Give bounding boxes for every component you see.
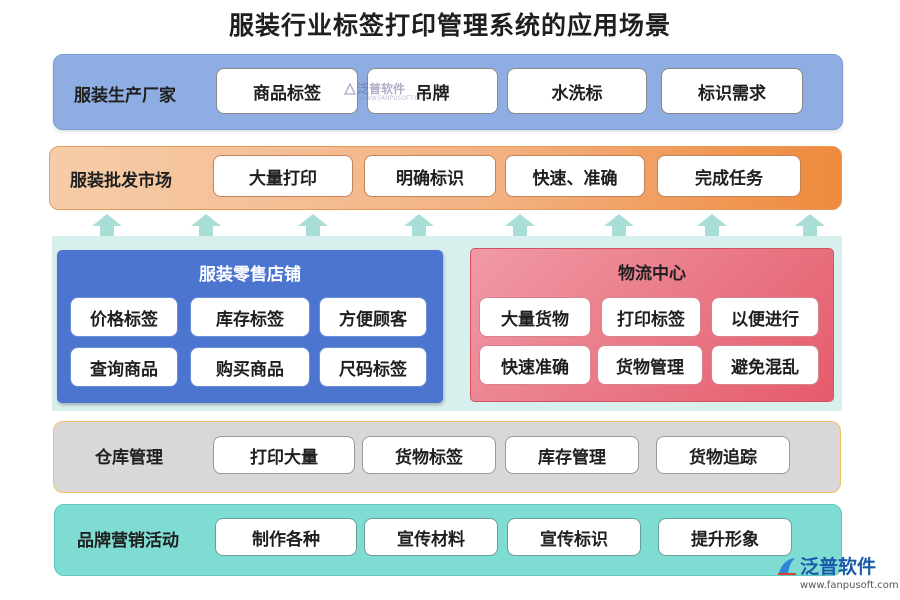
watermark-text: 泛普软件 xyxy=(357,82,406,96)
retail-item: 价格标签 xyxy=(70,297,178,337)
marketing-label: 品牌营销活动 xyxy=(77,531,179,551)
retail-item: 尺码标签 xyxy=(319,347,427,387)
logistics-item: 大量货物 xyxy=(479,297,591,337)
marketing-item: 提升形象 xyxy=(658,518,792,556)
marketing-item: 宣传材料 xyxy=(364,518,498,556)
logistics-item: 打印标签 xyxy=(601,297,701,337)
fanpu-logo-icon xyxy=(343,81,357,95)
factory-band: 服装生产厂家 商品标签 吊牌 水洗标 标识需求 xyxy=(53,54,843,130)
warehouse-band: 仓库管理 打印大量 货物标签 库存管理 货物追踪 xyxy=(53,421,841,493)
brand-name: 泛普软件 xyxy=(800,556,877,578)
logistics-item: 以便进行 xyxy=(711,297,819,337)
warehouse-item: 货物追踪 xyxy=(656,436,790,474)
logistics-item: 货物管理 xyxy=(597,345,703,385)
up-arrow-icon xyxy=(505,214,535,236)
retail-item: 方便顾客 xyxy=(319,297,427,337)
page-title: 服装行业标签打印管理系统的应用场景 xyxy=(228,11,671,40)
up-arrow-icon xyxy=(191,214,221,236)
warehouse-label: 仓库管理 xyxy=(95,448,163,468)
retail-item: 库存标签 xyxy=(190,297,310,337)
up-arrow-icon xyxy=(795,214,825,236)
marketing-item: 宣传标识 xyxy=(507,518,641,556)
wholesale-item: 完成任务 xyxy=(657,155,801,197)
up-arrow-icon xyxy=(697,214,727,236)
wholesale-item: 快速、准确 xyxy=(505,155,645,197)
wholesale-band: 服装批发市场 大量打印 明确标识 快速、准确 完成任务 xyxy=(49,146,842,210)
factory-item: 吊牌 xyxy=(367,68,498,114)
up-arrow-icon xyxy=(92,214,122,236)
logistics-panel: 物流中心 大量货物 打印标签 以便进行 快速准确 货物管理 避免混乱 xyxy=(470,248,834,402)
marketing-band: 品牌营销活动 制作各种 宣传材料 宣传标识 提升形象 xyxy=(54,504,842,576)
marketing-item: 制作各种 xyxy=(215,518,357,556)
watermark-subtext: WWW.FANPUSOFT.COM xyxy=(359,95,429,102)
brand-logo: 泛普软件 xyxy=(776,552,876,579)
wholesale-item: 明确标识 xyxy=(364,155,496,197)
factory-item: 水洗标 xyxy=(507,68,647,114)
logistics-title: 物流中心 xyxy=(618,264,686,284)
factory-item: 标识需求 xyxy=(661,68,803,114)
logistics-item: 快速准确 xyxy=(479,345,591,385)
retail-item: 查询商品 xyxy=(70,347,178,387)
wholesale-label: 服装批发市场 xyxy=(70,171,172,191)
warehouse-item: 打印大量 xyxy=(213,436,355,474)
factory-item: 商品标签 xyxy=(216,68,358,114)
up-arrow-icon xyxy=(404,214,434,236)
up-arrow-icon xyxy=(604,214,634,236)
up-arrow-icon xyxy=(298,214,328,236)
logistics-item: 避免混乱 xyxy=(711,345,819,385)
watermark: 泛普软件 WWW.FANPUSOFT.COM xyxy=(343,80,428,102)
retail-item: 购买商品 xyxy=(190,347,310,387)
fanpu-logo-icon xyxy=(778,557,796,575)
retail-panel: 服装零售店铺 价格标签 库存标签 方便顾客 查询商品 购买商品 尺码标签 xyxy=(57,250,443,403)
wholesale-item: 大量打印 xyxy=(213,155,353,197)
warehouse-item: 库存管理 xyxy=(505,436,639,474)
warehouse-item: 货物标签 xyxy=(362,436,496,474)
factory-label: 服装生产厂家 xyxy=(74,86,176,106)
retail-title: 服装零售店铺 xyxy=(199,265,301,285)
brand-url: www.fanpusoft.com xyxy=(800,580,899,591)
